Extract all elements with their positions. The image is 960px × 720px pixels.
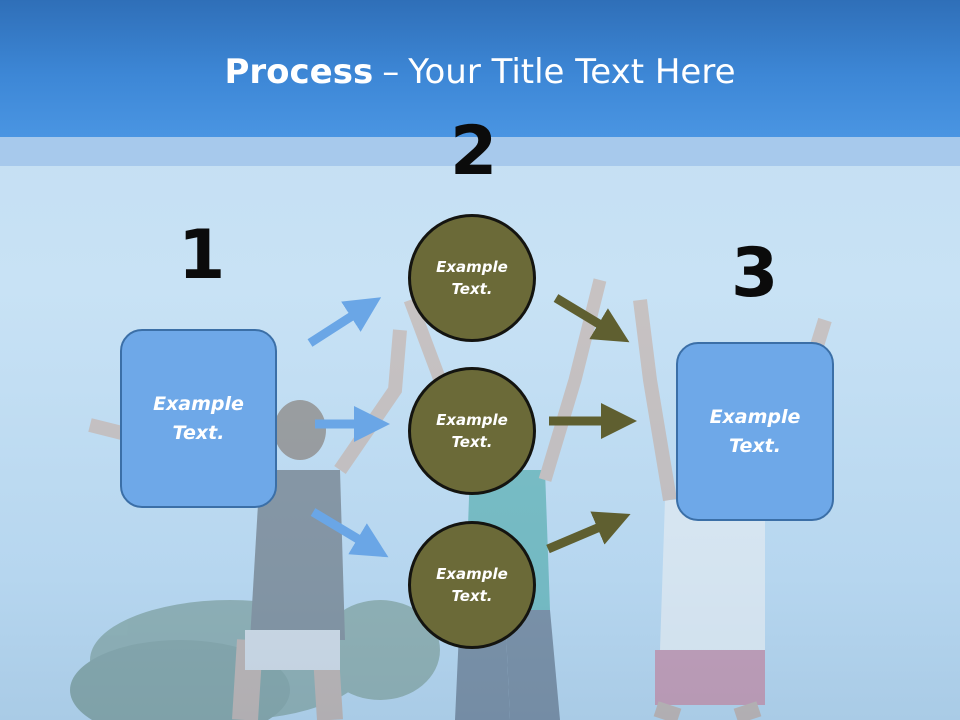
- slide-title: Process–Your Title Text Here: [0, 52, 960, 92]
- step-1-text: Example Text.: [153, 393, 244, 444]
- step-3-box[interactable]: Example Text.: [676, 342, 834, 521]
- step-number-3: 3: [731, 234, 779, 313]
- circle-text-middle: Example Text.: [436, 410, 508, 452]
- right-arrow-icon: [546, 511, 631, 554]
- title-text: Your Title Text Here: [408, 52, 736, 92]
- step-number-2: 2: [450, 112, 498, 191]
- step-2-circle-top[interactable]: Example Text.: [408, 214, 536, 342]
- circle-text-bottom: Example Text.: [436, 564, 508, 606]
- title-bar: [0, 0, 960, 137]
- right-arrow-icon: [307, 297, 382, 347]
- right-arrow-icon: [310, 508, 389, 558]
- step-2-circle-bottom[interactable]: Example Text.: [408, 521, 536, 649]
- title-bold: Process: [224, 52, 374, 92]
- step-2-circle-middle[interactable]: Example Text.: [408, 367, 536, 495]
- title-dash: –: [382, 52, 400, 92]
- right-arrow-icon: [553, 294, 630, 343]
- step-3-text: Example Text.: [709, 406, 801, 457]
- step-1-box[interactable]: Example Text.: [120, 329, 277, 508]
- step-number-1: 1: [178, 216, 226, 295]
- title-bar-band: [0, 137, 960, 166]
- circle-text-top: Example Text.: [436, 257, 508, 299]
